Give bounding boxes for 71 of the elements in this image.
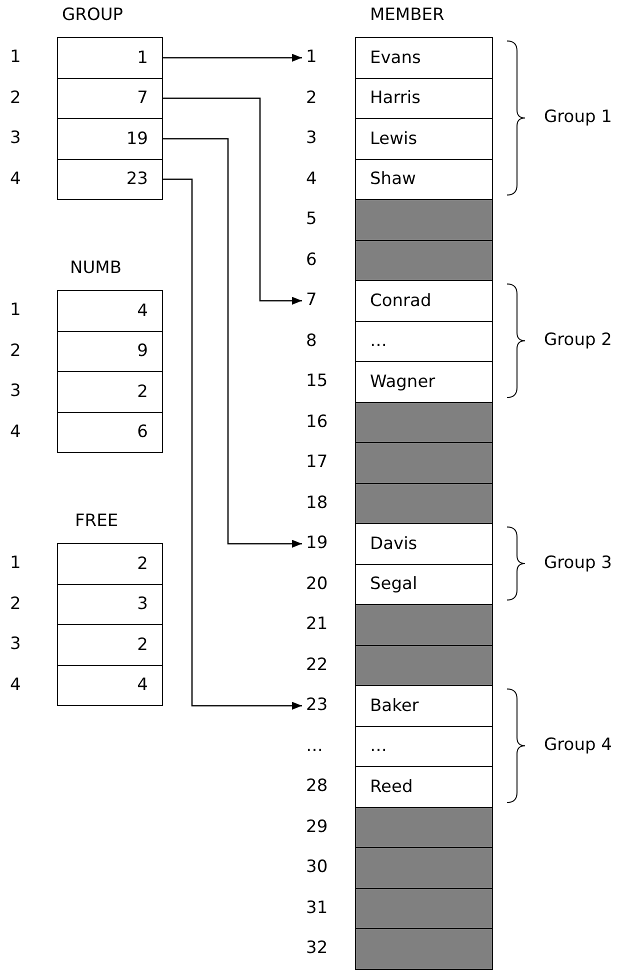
row-index: 28	[306, 776, 328, 796]
array-cell: 4	[57, 664, 163, 706]
row-index: 18	[306, 492, 328, 512]
row-index: 4	[10, 168, 21, 188]
arrow	[163, 178, 302, 710]
row-index: 5	[306, 209, 317, 229]
row-index: 1	[306, 47, 317, 67]
row-index: 3	[10, 381, 21, 401]
array-cell: Conrad	[355, 280, 493, 322]
row-index: 4	[10, 674, 21, 694]
group-label: Group 3	[544, 552, 612, 572]
array-cell: 7	[57, 78, 163, 119]
row-index: 20	[306, 574, 328, 594]
array-cell: 2	[57, 371, 163, 412]
array-cell: Shaw	[355, 158, 493, 200]
row-index: 2	[10, 340, 21, 360]
row-index: 21	[306, 614, 328, 634]
arrow	[163, 138, 302, 548]
array-cell: 2	[57, 543, 163, 584]
array-cell: Lewis	[355, 118, 493, 160]
array-cell: Harris	[355, 78, 493, 119]
array-title: NUMB	[70, 258, 122, 278]
row-index: 8	[306, 330, 317, 350]
row-index: 4	[306, 168, 317, 188]
row-index: 29	[306, 816, 328, 836]
array-cell: 1	[57, 37, 163, 78]
row-index: 3	[306, 128, 317, 148]
row-index: …	[306, 736, 323, 756]
array-cell: 2	[57, 624, 163, 666]
arrow	[163, 54, 302, 62]
row-index: 17	[306, 452, 328, 472]
array-cell: 6	[57, 412, 163, 453]
row-index: 2	[306, 88, 317, 108]
group-label: Group 4	[544, 734, 612, 755]
group-label: Group 1	[544, 107, 612, 127]
array-title: MEMBER	[370, 5, 444, 25]
array-cell: 19	[57, 118, 163, 160]
array-cell: Reed	[355, 766, 493, 808]
array-cell: Evans	[355, 37, 493, 78]
array-cell: …	[355, 726, 493, 767]
row-index: 32	[306, 938, 328, 958]
row-index: 3	[10, 634, 21, 654]
row-index: 30	[306, 857, 328, 877]
array-cell: 9	[57, 330, 163, 372]
row-index: 2	[10, 88, 21, 108]
array-cell: Wagner	[355, 361, 493, 402]
array-title: FREE	[75, 511, 118, 531]
group-label: Group 2	[544, 330, 612, 350]
row-index: 6	[306, 250, 317, 270]
array-cell: Segal	[355, 564, 493, 605]
row-index: 7	[306, 290, 317, 310]
row-index: 1	[10, 553, 21, 573]
arrow	[163, 98, 302, 305]
row-index: 15	[306, 371, 328, 391]
row-index: 31	[306, 898, 328, 918]
row-index: 23	[306, 695, 328, 715]
array-title: GROUP	[62, 5, 124, 25]
row-index: 22	[306, 654, 328, 674]
row-index: 3	[10, 128, 21, 148]
row-index: 4	[10, 422, 21, 442]
array-cell: Baker	[355, 685, 493, 726]
row-index: 16	[306, 412, 328, 432]
array-cell: Davis	[355, 523, 493, 564]
array-cell: 4	[57, 290, 163, 332]
row-index: 1	[10, 300, 21, 320]
array-cell: …	[355, 320, 493, 362]
row-index: 1	[10, 47, 21, 67]
array-cell: 3	[57, 584, 163, 625]
row-index: 19	[306, 533, 328, 553]
array-cell: 23	[57, 158, 163, 200]
row-index: 2	[10, 594, 21, 614]
